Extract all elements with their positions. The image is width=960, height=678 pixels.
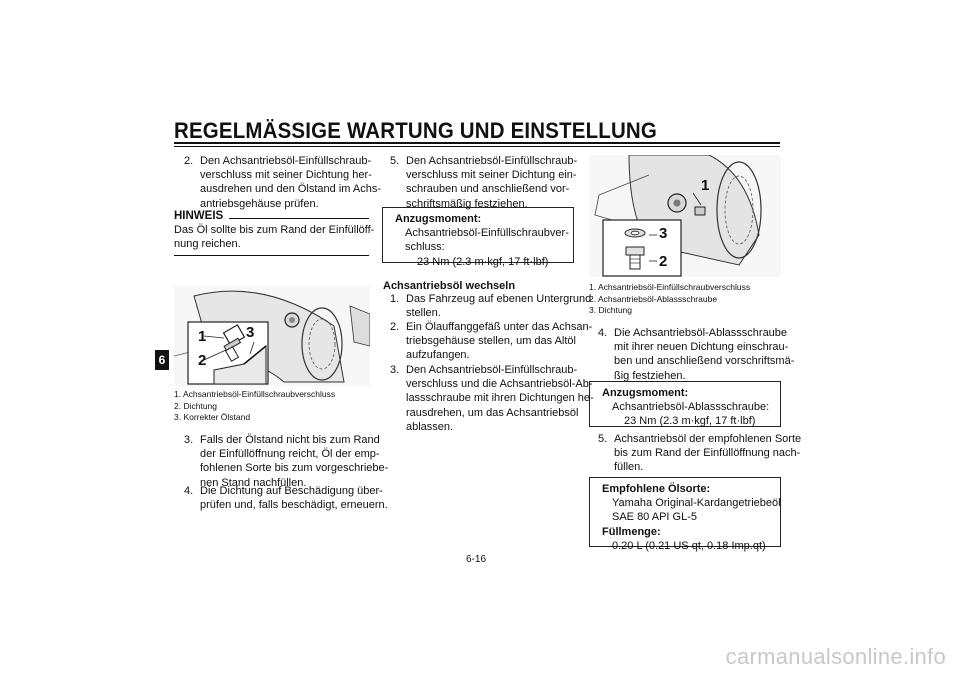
text-line: ablassen. <box>406 420 454 433</box>
box-title: Anzugsmoment: <box>395 213 482 225</box>
text-line: Das Fahrzeug auf ebenen Untergrund <box>406 293 592 305</box>
page-title: REGELMÄSSIGE WARTUNG UND EINSTELLUNG <box>174 118 657 143</box>
text-line: schrauben und anschließend vor- <box>406 183 570 196</box>
torque-spec-box-filler: Anzugsmoment: Achsantriebsöl-Einfüllschr… <box>382 207 574 268</box>
callout-1: 1 <box>198 328 207 345</box>
legend-item: 3. Korrekter Ölstand <box>174 412 251 422</box>
chapter-tab: 6 <box>155 350 169 370</box>
text-line: Das Öl sollte bis zum Rand der Einfüllöf… <box>174 224 375 236</box>
step-number: 2. <box>184 155 194 167</box>
text-line: Den Achsantriebsöl-Einfüllschraub- <box>406 364 578 376</box>
note-end-rule <box>174 255 369 256</box>
text-line: der Einfüllöffnung reicht, Öl der emp- <box>200 448 380 461</box>
step-number: 5. <box>390 155 400 167</box>
step-number: 3. <box>390 364 400 376</box>
step-number: 4. <box>184 485 194 497</box>
box-title: Füllmenge: <box>602 525 661 538</box>
callout-3: 3 <box>246 324 255 341</box>
text-line: füllen. <box>614 461 644 474</box>
text-line: antriebsgehäuse prüfen. <box>200 197 319 210</box>
box-line: Achsantriebsöl-Ablassschraube: <box>612 401 770 414</box>
box-line: Achsantriebsöl-Einfüllschraubver- <box>405 227 569 240</box>
legend-item: 1. Achsantriebsöl-Einfüllschraubverschlu… <box>174 389 336 399</box>
text-line: verschluss und die Achsantriebsöl-Ab- <box>406 378 593 391</box>
callout-2: 2 <box>198 352 207 369</box>
col3-step-5: 5. Achsantriebsöl der empfohlenen Sorte … <box>598 432 801 476</box>
col1-step-4: 4. Die Dichtung auf Beschädigung über- p… <box>184 484 388 514</box>
text-line: Den Achsantriebsöl-Einfüllschraub- <box>200 155 372 167</box>
callout-2: 2 <box>659 253 668 270</box>
text-line: nung reichen. <box>174 238 241 251</box>
text-line: mit ihrer neuen Dichtung einschrau- <box>614 341 789 354</box>
oil-amount: 0.20 L (0.21 US qt, 0.18 Imp.qt) <box>612 539 766 552</box>
step-number: 4. <box>598 327 608 339</box>
step-number: 1. <box>390 293 400 305</box>
legend-item: 3. Dichtung <box>589 305 632 315</box>
col3-step-4: 4. Die Achsantriebsöl-Ablassschraube mit… <box>598 326 794 384</box>
col1-step-2: 2. Den Achsantriebsöl-Einfüllschraub- ve… <box>184 154 381 212</box>
text-line: Achsantriebsöl der empfohlenen Sorte <box>614 433 802 445</box>
text-line: verschluss mit seiner Dichtung ein- <box>406 169 577 182</box>
note-heading-rule <box>229 218 369 219</box>
col2-step-2: 2. Ein Ölauffanggefäß unter das Achsan- … <box>390 320 592 364</box>
text-line: rausdrehen, um das Achsantriebsöl <box>406 406 579 419</box>
note-text: Das Öl sollte bis zum Rand der Einfüllöf… <box>174 223 374 251</box>
legend-item: 2. Dichtung <box>174 400 217 411</box>
text-line: Die Achsantriebsöl-Ablassschraube <box>614 327 788 339</box>
torque-value: 23 Nm (2.3 m·kgf, 17 ft·lbf) <box>624 415 756 428</box>
text-line: nen Stand nachfüllen. <box>200 476 307 489</box>
text-line: prüfen und, falls beschädigt, erneuern. <box>200 499 388 512</box>
col1-step-3: 3. Falls der Ölstand nicht bis zum Rand … <box>184 433 388 491</box>
watermark: carmanualsonline.info <box>725 644 946 669</box>
box-title: Anzugsmoment: <box>602 387 689 399</box>
text-line: bis zum Rand der Einfüllöffnung nach- <box>614 447 801 460</box>
step-number: 2. <box>390 321 400 333</box>
torque-value: 23 Nm (2.3 m·kgf, 17 ft·lbf) <box>417 255 549 268</box>
final-drive-drain-illustration <box>589 155 781 277</box>
text-line: ßig festziehen. <box>614 369 686 382</box>
text-line: stellen. <box>406 307 441 320</box>
oil-type-line: Yamaha Original-Kardangetriebeöl <box>612 497 781 510</box>
col2-step-3: 3. Den Achsantriebsöl-Einfüllschraub- ve… <box>390 363 594 435</box>
col2-step-5: 5. Den Achsantriebsöl-Einfüllschraub- ve… <box>390 154 580 212</box>
legend-item: 2. Achsantriebsöl-Ablassschraube <box>589 293 718 304</box>
title-rule-thin <box>174 145 780 147</box>
box-line: schluss: <box>405 241 445 254</box>
box-title: Empfohlene Ölsorte: <box>602 483 711 495</box>
callout-3: 3 <box>659 225 668 242</box>
text-line: Ein Ölauffanggefäß unter das Achsan- <box>406 321 593 333</box>
text-line: triebsgehäuse stellen, um das Altöl <box>406 335 576 348</box>
page-number: 6-16 <box>466 554 487 565</box>
torque-spec-box-drain: Anzugsmoment: Achsantriebsöl-Ablassschra… <box>589 381 781 427</box>
callout-1: 1 <box>701 177 710 194</box>
col2-step-1: 1. Das Fahrzeug auf ebenen Untergrund st… <box>390 292 591 322</box>
text-line: aufzufangen. <box>406 349 470 362</box>
figure-final-drive-filler: 1 3 2 <box>174 286 370 386</box>
step-number: 5. <box>598 433 608 445</box>
text-line: Den Achsantriebsöl-Einfüllschraub- <box>406 155 578 167</box>
text-line: fohlenen Sorte bis zum vorgeschriebe- <box>200 462 389 475</box>
text-line: ben und anschließend vorschriftsmä- <box>614 355 795 368</box>
final-drive-illustration <box>174 286 370 386</box>
step-number: 3. <box>184 434 194 446</box>
figure-2-legend: 1. Achsantriebsöl-Einfüllschraubverschlu… <box>589 282 750 317</box>
text-line: Die Dichtung auf Beschädigung über- <box>200 485 383 497</box>
oil-type-line: SAE 80 API GL-5 <box>612 511 697 524</box>
legend-item: 1. Achsantriebsöl-Einfüllschraubverschlu… <box>589 282 751 292</box>
text-line: lassschraube mit ihren Dichtungen he- <box>406 392 594 405</box>
figure-final-drive-drain: 1 3 2 <box>589 155 781 277</box>
oil-spec-box: Empfohlene Ölsorte: Yamaha Original-Kard… <box>589 477 781 552</box>
text-line: ausdrehen und den Ölstand im Achs- <box>200 183 382 196</box>
title-rule <box>174 142 780 144</box>
text-line: schriftsmäßig festziehen. <box>406 197 528 210</box>
note-heading: HINWEIS <box>174 210 224 222</box>
figure-1-legend: 1. Achsantriebsöl-Einfüllschraubverschlu… <box>174 389 335 424</box>
text-line: verschluss mit seiner Dichtung her- <box>200 169 372 182</box>
text-line: Falls der Ölstand nicht bis zum Rand <box>200 434 380 446</box>
section-heading: Achsantriebsöl wechseln <box>383 280 516 292</box>
